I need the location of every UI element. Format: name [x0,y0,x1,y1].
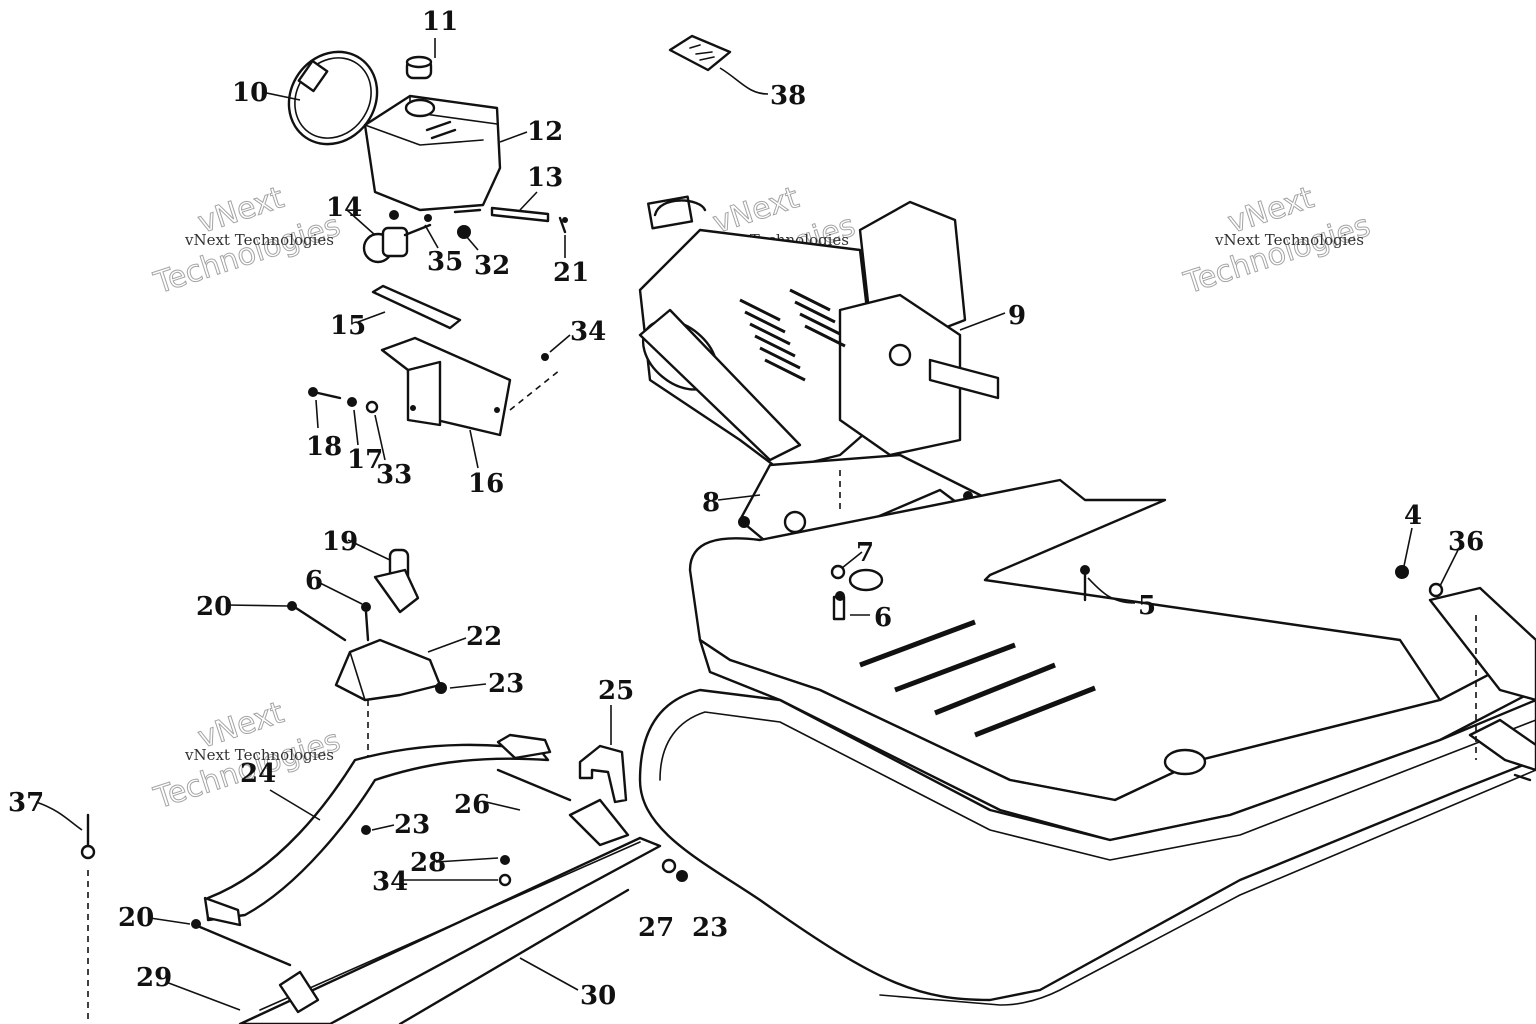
callout-8: 8 [702,488,720,518]
part-chassis-pan [638,478,1536,1006]
callout-11: 11 [422,7,458,37]
part-clip [496,744,628,804]
callout-15: 15 [330,311,366,341]
watermark-text: vNext Technologies [1214,231,1364,249]
callout-4: 4 [1404,501,1422,531]
callout-20: 20 [196,592,232,622]
part-decal [668,34,732,72]
callout-16: 16 [468,469,504,499]
watermark-text: vNext Technologies [184,746,334,764]
callout-18: 18 [306,432,342,462]
callout-14: 14 [326,193,362,223]
callout-38: 38 [770,81,806,111]
part-bracket [308,284,561,437]
callout-labels: 10 11 12 13 14 35 32 21 38 15 34 18 17 3… [8,7,1484,1011]
callout-35: 35 [427,247,463,277]
callout-12: 12 [527,117,563,147]
callout-22: 22 [466,622,502,652]
part-mount-bracket [287,548,447,780]
callout-6: 6 [874,603,892,633]
callout-36: 36 [1448,527,1484,557]
callout-24: 24 [240,759,276,789]
callout-26: 26 [454,790,490,820]
callout-34: 34 [570,317,606,347]
callout-10: 10 [232,78,268,108]
callout-33: 33 [376,460,412,490]
callout-5: 5 [1138,591,1156,621]
callout-23: 23 [394,810,430,840]
watermark-text: vNext Technologies [184,231,334,249]
fastener-group [830,564,1444,621]
callout-17: 17 [347,445,383,475]
callout-9: 9 [1008,301,1026,331]
leader-lines [35,38,1459,1011]
part-runner-rail [191,798,688,1024]
callout-29: 29 [136,963,172,993]
part-engine [638,195,1000,472]
callout-20: 20 [118,903,154,933]
callout-23: 23 [488,669,524,699]
callout-19: 19 [322,527,358,557]
callout-13: 13 [527,163,563,193]
callout-28: 28 [410,848,446,878]
callout-37: 37 [8,788,44,818]
callout-30: 30 [580,981,616,1011]
part-fuel-valve [362,210,568,264]
callout-21: 21 [553,258,589,288]
callout-34: 34 [372,867,408,897]
part-leaf-spring [203,733,552,927]
part-fuel-tank [363,55,502,212]
part-stud [80,813,96,1024]
callout-27: 27 [638,913,674,943]
part-fuel-line [453,206,550,223]
callout-32: 32 [474,251,510,281]
callout-25: 25 [598,676,634,706]
callout-23: 23 [692,913,728,943]
callout-7: 7 [856,538,874,568]
callout-6: 6 [305,566,323,596]
